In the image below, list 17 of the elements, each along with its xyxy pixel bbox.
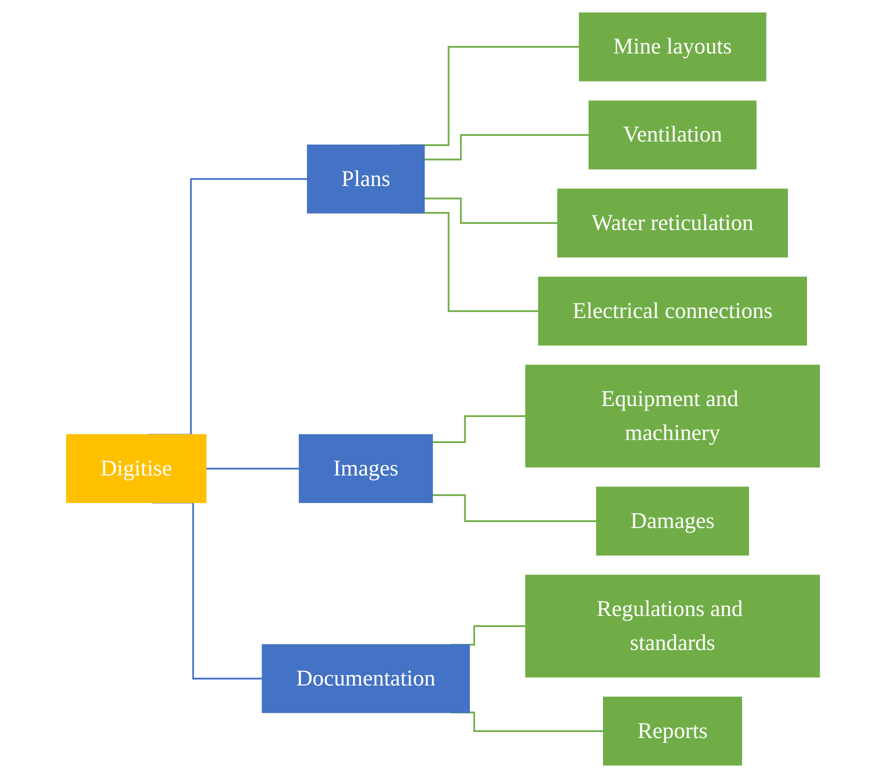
node-box: Electrical connections [538,276,807,346]
node-box: Digitise [66,434,206,504]
connector [424,198,558,224]
node-box: Mine layouts [578,12,766,82]
node-box: Ventilation [588,100,757,170]
node-box: Plans [306,144,425,214]
node-box: Images [298,434,433,504]
connector [432,415,526,443]
node-box: Documentation [262,644,470,714]
node-box: Damages [596,486,750,556]
node-box: Water reticulation [557,188,788,258]
node-box: Equipment and machinery [525,364,820,468]
connector [424,134,590,160]
connector [206,468,300,470]
node-box: Regulations and standards [525,574,820,678]
connector [432,494,597,522]
node-box: Reports [603,696,742,766]
